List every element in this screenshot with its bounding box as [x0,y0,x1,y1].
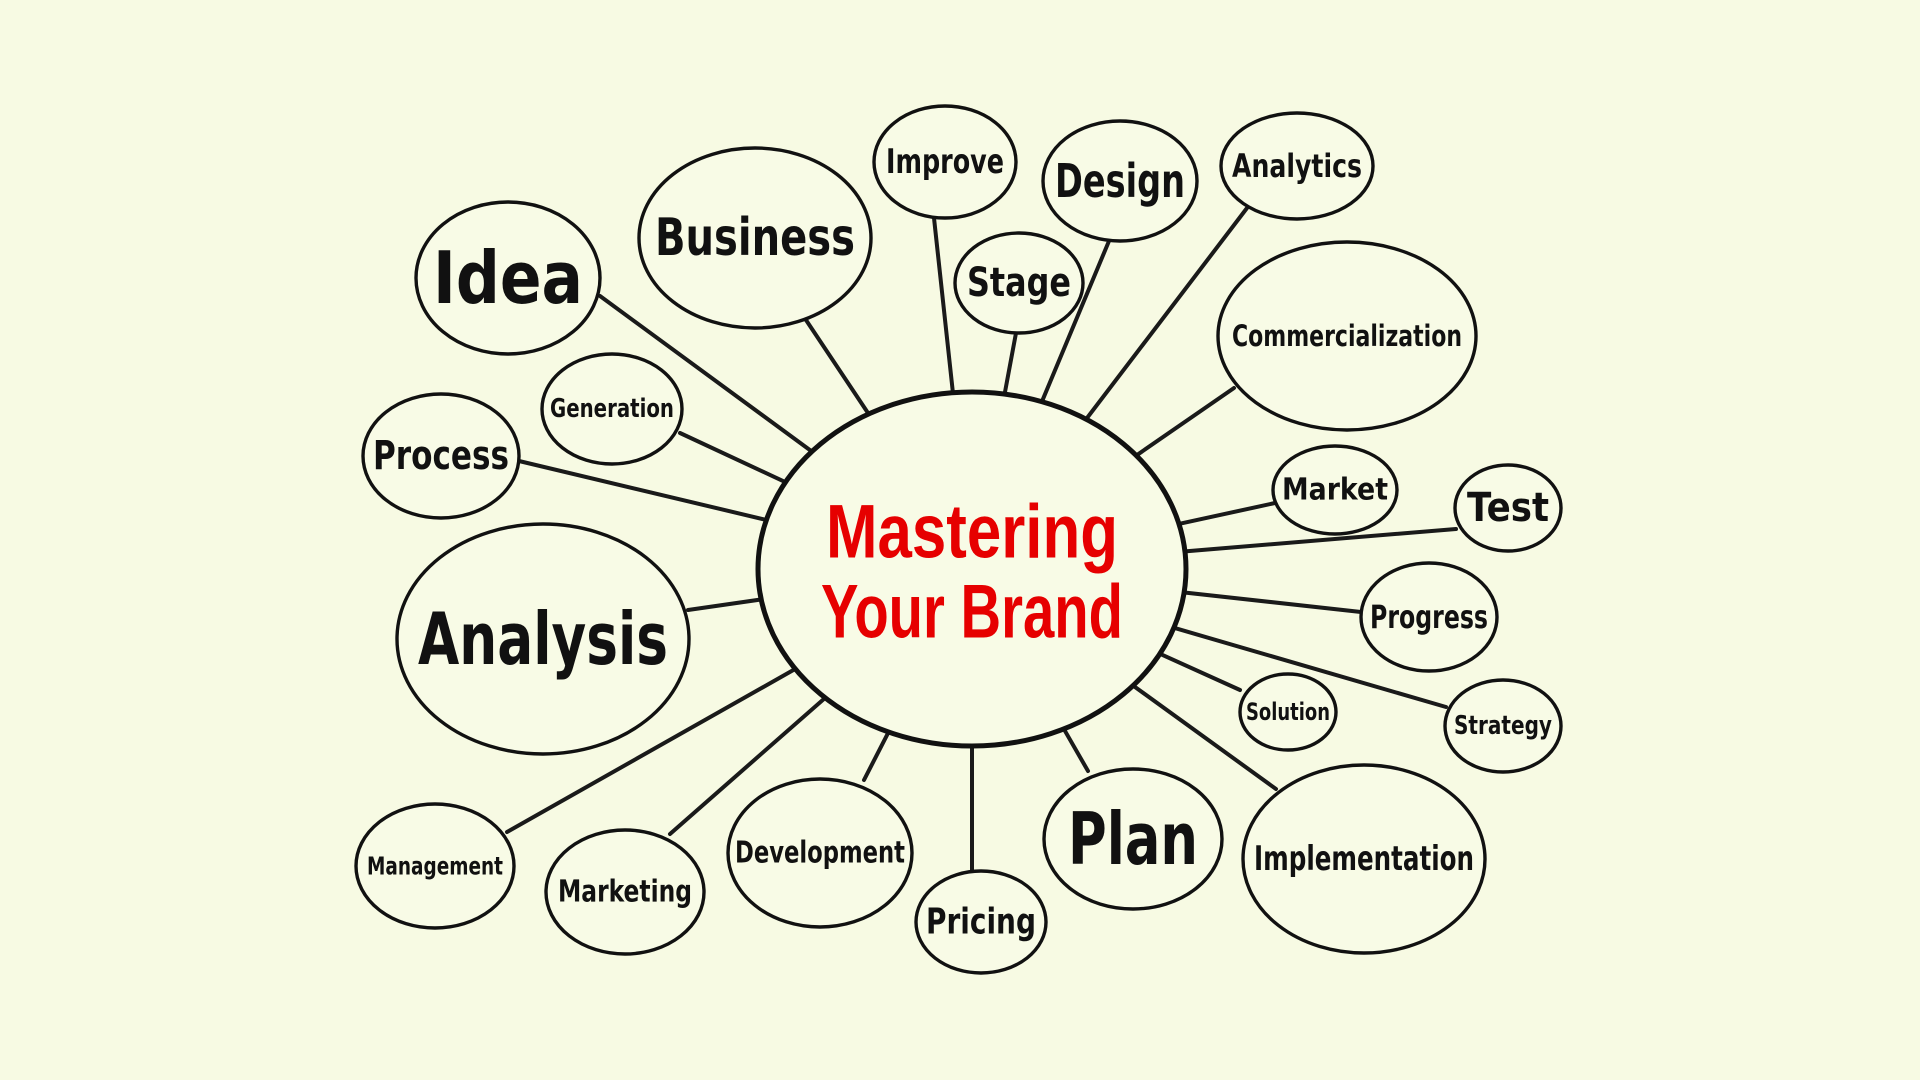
bubble-outline-pricing [914,869,1048,975]
central-topic-line2: Your Brand [821,570,1123,655]
bubble-label-implementation: Implementation [1254,839,1474,879]
bubble-outline-analytics [1219,111,1375,221]
bubble-outline-progress [1359,561,1499,673]
central-topic-ellipse [755,389,1189,749]
bubble-label-pricing: Pricing [926,902,1036,943]
bubble-marketing: Marketing [544,828,706,956]
bubble-generation: Generation [540,352,684,466]
bubble-progress: Progress [1359,561,1499,673]
connector-analysis [686,596,768,612]
connector-test [1178,527,1458,554]
bubble-label-improve: Improve [886,142,1004,182]
bubble-label-progress: Progress [1370,598,1488,636]
bubble-outline-solution [1238,672,1338,752]
bubble-label-plan: Plan [1068,797,1198,881]
connector-design [1038,239,1111,408]
bubble-label-development: Development [735,836,905,871]
connector-idea [598,294,818,456]
bubble-label-analytics: Analytics [1232,147,1362,185]
bubble-outline-implementation [1241,763,1487,955]
connector-market [1172,501,1277,527]
bubble-market: Market [1271,444,1399,536]
bubble-outline-idea [414,200,602,356]
bubble-analytics: Analytics [1219,111,1375,221]
bubble-label-business: Business [655,208,855,268]
bubble-outline-design [1041,119,1199,243]
bubble-label-management: Management [367,852,503,881]
bubble-label-market: Market [1282,473,1388,508]
bubble-label-commercialization: Commercialization [1232,319,1462,353]
bubble-label-generation: Generation [550,394,674,424]
bubble-outline-business [637,146,873,330]
bubble-pricing: Pricing [914,869,1048,975]
bubble-outline-market [1271,444,1399,536]
connector-business [804,318,873,420]
concept-bubbles: Idea Business Improve Design AnalyticsStageC… [354,104,1563,975]
connector-management [505,664,801,834]
bubble-outline-analysis [395,522,691,756]
bubble-label-strategy: Strategy [1454,711,1552,741]
bubble-test: Test [1453,463,1563,553]
bubble-business: Business [637,146,873,330]
bubble-solution: Solution [1238,672,1338,752]
connector-lines [505,206,1458,873]
bubble-label-idea: Idea [433,236,583,320]
bubble-improve: Improve [872,104,1018,220]
bubble-strategy: Strategy [1443,678,1563,774]
bubble-idea: Idea [414,200,602,356]
connector-marketing [668,693,831,836]
bubble-label-marketing: Marketing [558,875,692,910]
connector-stage [1001,331,1018,400]
central-topic-line1: Mastering [826,490,1118,575]
bubble-label-analysis: Analysis [418,597,668,681]
bubble-outline-strategy [1443,678,1563,774]
bubble-analysis: Analysis [395,522,691,756]
bubble-commercialization: Commercialization [1216,240,1478,432]
bubble-label-stage: Stage [967,260,1071,306]
bubble-development: Development [726,777,914,929]
bubble-outline-improve [872,104,1018,220]
bubble-outline-stage [953,231,1085,335]
connector-progress [1177,589,1363,614]
bubble-label-test: Test [1467,485,1549,531]
central-topic: Mastering Your Brand [755,389,1189,749]
bubble-label-process: Process [373,433,509,479]
bubble-outline-process [361,392,521,520]
bubble-plan: Plan [1042,767,1224,911]
connector-process [517,459,773,523]
connector-commercialization [1130,386,1236,460]
connector-development [862,726,893,782]
bubble-design: Design [1041,119,1199,243]
connector-implementation [1127,681,1278,791]
connector-improve [932,216,956,399]
connector-generation [678,431,792,486]
bubble-outline-generation [540,352,684,466]
bubble-stage: Stage [953,231,1085,335]
bubble-outline-plan [1042,767,1224,911]
connector-strategy [1167,624,1448,709]
bubble-outline-test [1453,463,1563,553]
bubble-outline-development [726,777,914,929]
bubble-outline-commercialization [1216,240,1478,432]
bubble-label-design: Design [1055,154,1185,208]
bubble-implementation: Implementation [1241,763,1487,955]
connector-solution [1154,650,1242,692]
bubble-outline-management [354,802,516,930]
connector-analytics [1081,206,1249,425]
bubble-management: Management [354,802,516,930]
bubble-process: Process [361,392,521,520]
bubble-label-solution: Solution [1246,698,1330,726]
connector-plan [1059,723,1090,773]
bubble-outline-marketing [544,828,706,956]
